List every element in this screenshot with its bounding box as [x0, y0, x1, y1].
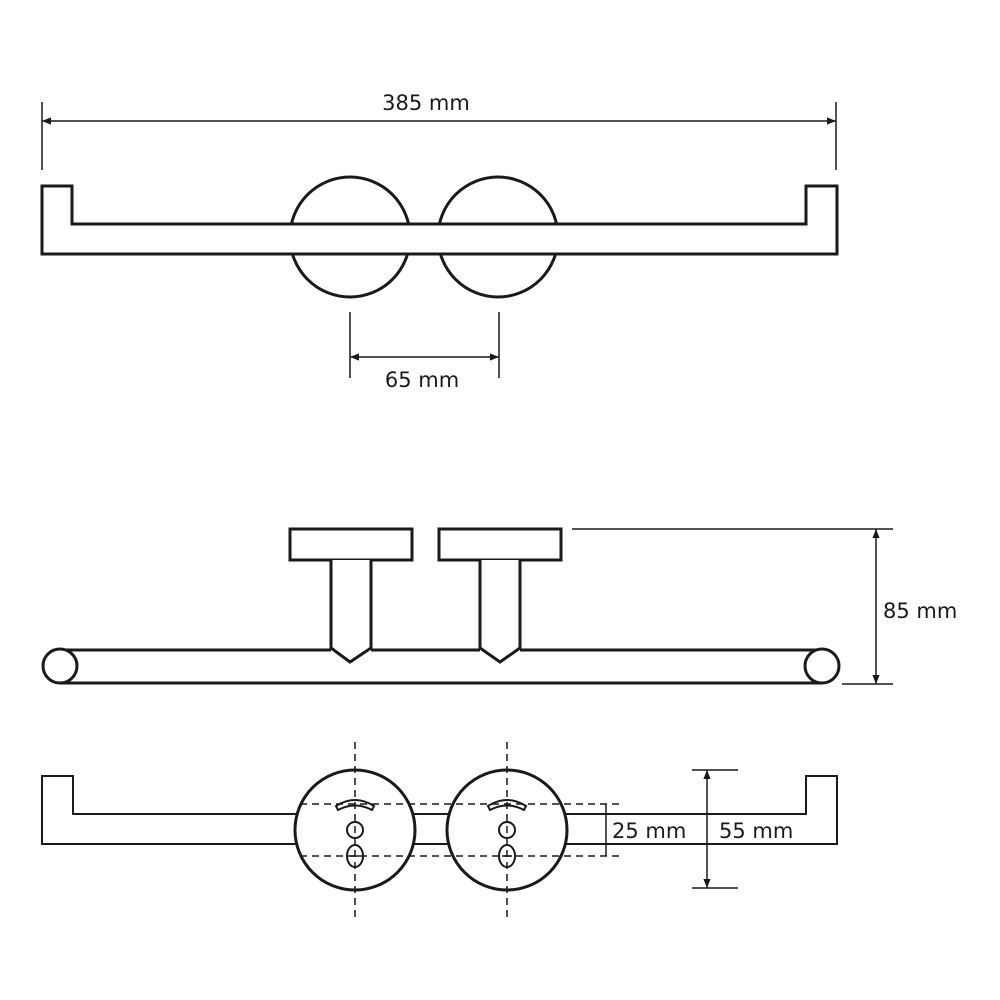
depth-dimension-label: 85 mm — [883, 599, 957, 623]
top-view: 385 mm 65 mm — [40, 91, 839, 392]
mount-slot-left — [334, 799, 376, 812]
mount-keyhole-left — [346, 844, 364, 868]
mount-slot-right — [486, 799, 528, 812]
spacing-dimension-label: 65 mm — [385, 368, 459, 392]
back-view: 25 mm 55 mm — [41, 742, 838, 920]
wall-plate-left — [288, 527, 414, 562]
diameter-dimension-label: 55 mm — [719, 819, 793, 843]
bar-outline-back — [41, 775, 838, 845]
tube-end-right — [803, 647, 841, 685]
post-right — [478, 560, 522, 664]
wall-plate-right — [437, 527, 563, 562]
mount-hole-right — [498, 821, 516, 839]
mount-keyhole-right — [498, 844, 516, 868]
width-dimension-label: 385 mm — [382, 91, 470, 115]
tube-end-left — [41, 647, 79, 685]
side-view: 85 mm — [41, 527, 957, 685]
hole-spacing-dimension-label: 25 mm — [612, 819, 686, 843]
bar-outline-top — [40, 184, 839, 256]
mount-hole-left — [346, 821, 364, 839]
post-left — [329, 560, 373, 664]
